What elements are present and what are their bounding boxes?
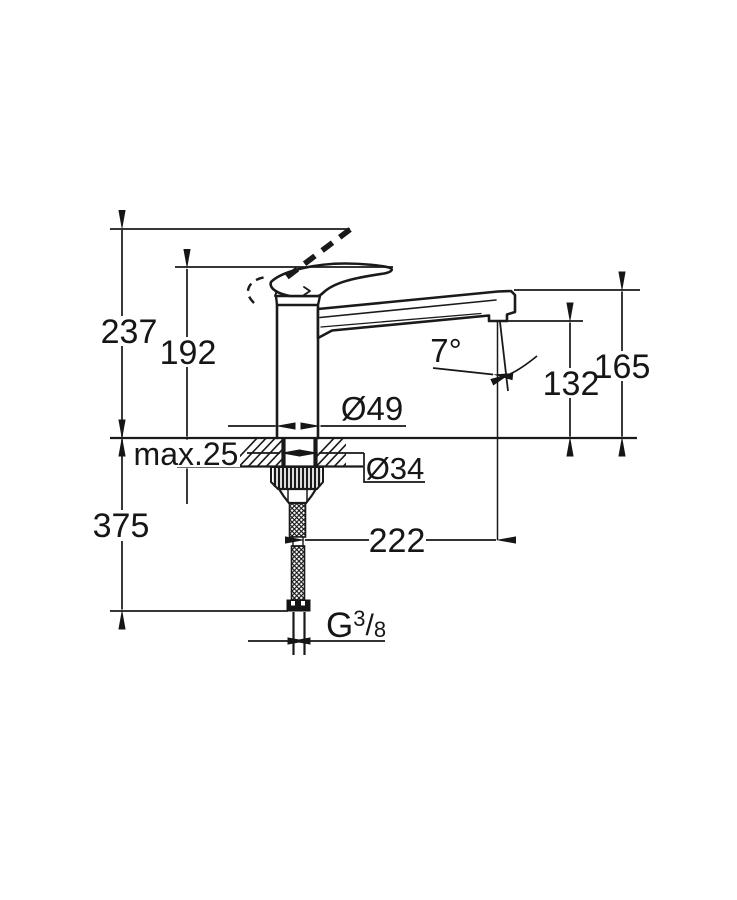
dim-237-label: 237 (101, 313, 158, 351)
thread-g38-label: G3/8 (326, 606, 386, 645)
dim-375-label: 375 (93, 507, 150, 545)
supply-hose (286, 502, 311, 655)
handle-raised-dashed (246, 225, 354, 304)
dim-max25-label: max.25 (134, 436, 239, 472)
thread-numerator: 3 (353, 606, 365, 631)
dimension-labels: 237 192 max.25 375 132 165 222 Ø49 Ø34 7… (93, 313, 651, 645)
angle-leader-left (432, 367, 514, 381)
lever-handle (269, 262, 394, 298)
dim-192-label: 192 (160, 334, 217, 372)
mounting-hardware (270, 466, 324, 505)
thread-denominator: 8 (374, 617, 386, 642)
dim-222-label: 222 (369, 522, 426, 560)
cartridge-cap (274, 294, 322, 307)
thread-letter: G (326, 606, 353, 645)
hose-end-fitting (286, 599, 311, 612)
dim-dia49-label: Ø49 (341, 390, 403, 427)
dim-132-label: 132 (543, 365, 600, 403)
angle-7deg-label: 7° (430, 332, 462, 369)
angle-leader-right (490, 355, 538, 386)
thread-slash: / (365, 609, 374, 642)
dim-dia34-leader (363, 453, 425, 483)
dim-165-label: 165 (594, 348, 651, 386)
water-stream-line (499, 321, 509, 392)
label-backings (94, 316, 650, 555)
dim-dia34-label: Ø34 (366, 451, 425, 486)
mounting-nut-ribs (273, 468, 321, 488)
faucet-outline (269, 262, 517, 440)
